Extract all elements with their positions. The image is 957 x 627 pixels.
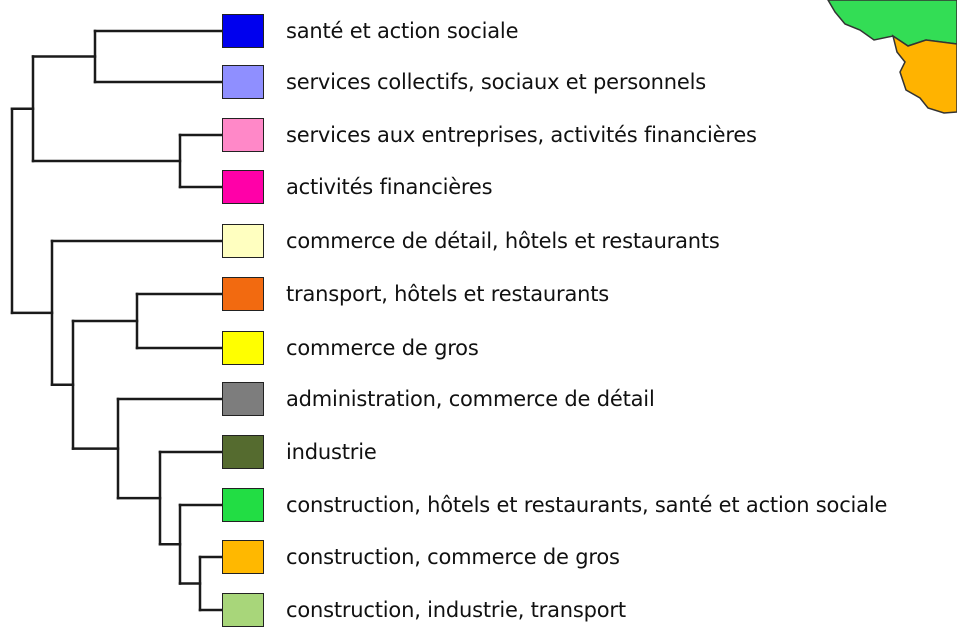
legend-swatch bbox=[222, 224, 264, 258]
legend-swatch bbox=[222, 435, 264, 469]
legend-label: administration, commerce de détail bbox=[286, 387, 655, 411]
legend-swatch bbox=[222, 277, 264, 311]
legend-label: commerce de gros bbox=[286, 336, 479, 360]
legend-label: transport, hôtels et restaurants bbox=[286, 282, 610, 306]
legend-label: activités financières bbox=[286, 175, 493, 199]
legend-label: services aux entreprises, activités fina… bbox=[286, 123, 757, 147]
legend-label: santé et action sociale bbox=[286, 19, 519, 43]
map-region-orange bbox=[891, 34, 957, 114]
legend-label: construction, industrie, transport bbox=[286, 598, 626, 622]
legend-label: commerce de détail, hôtels et restaurant… bbox=[286, 229, 720, 253]
legend-swatch bbox=[222, 382, 264, 416]
legend-swatch bbox=[222, 540, 264, 574]
legend-label: construction, hôtels et restaurants, san… bbox=[286, 493, 888, 517]
legend-swatch bbox=[222, 488, 264, 522]
legend-swatch bbox=[222, 118, 264, 152]
legend-label: services collectifs, sociaux et personne… bbox=[286, 70, 706, 94]
legend-swatch bbox=[222, 170, 264, 204]
legend-swatch bbox=[222, 593, 264, 627]
legend-label: industrie bbox=[286, 440, 377, 464]
legend-swatch bbox=[222, 331, 264, 365]
legend-swatch bbox=[222, 14, 264, 48]
legend-swatch bbox=[222, 65, 264, 99]
map-region-green bbox=[827, 0, 957, 47]
legend-label: construction, commerce de gros bbox=[286, 545, 620, 569]
